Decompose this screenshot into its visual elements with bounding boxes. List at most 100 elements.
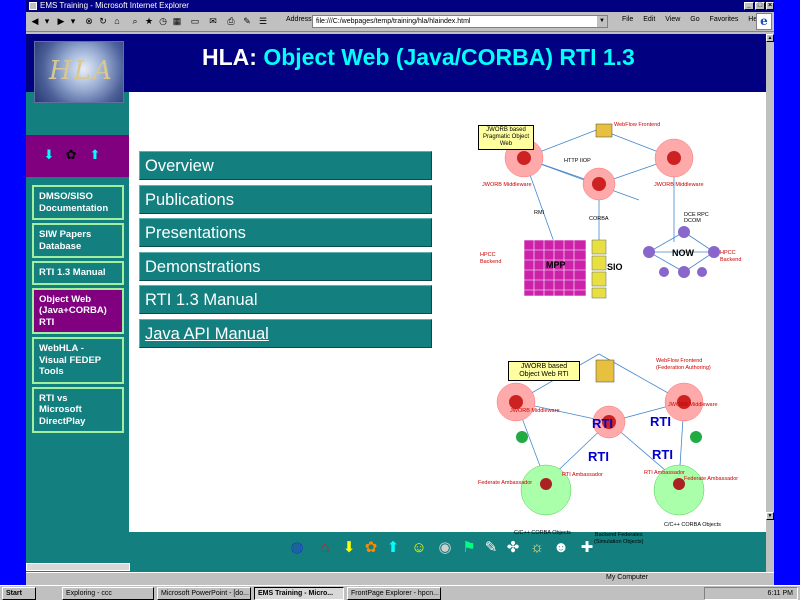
house-icon[interactable]: ⌂ — [320, 539, 330, 556]
print-icon[interactable]: ⎙ — [227, 16, 235, 26]
task-ems-training[interactable]: EMS Training - Micro... — [254, 587, 344, 600]
top-hpcc-left-label: HPCC Backend — [480, 252, 502, 265]
menu-file[interactable]: File — [622, 16, 634, 23]
sidebar-item-rti-vs-directplay[interactable]: RTI vs Microsoft DirectPlay — [32, 386, 124, 433]
hla-logo-text: HLA — [49, 56, 114, 86]
browser-window: EMS Training - Microsoft Internet Explor… — [26, 0, 774, 585]
top-mw-right-label: JWORB Middleware — [654, 182, 704, 188]
rti-label-1: RTI — [592, 416, 613, 431]
close-button[interactable]: × — [766, 2, 774, 10]
minimize-button[interactable]: _ — [744, 2, 754, 10]
home-icon[interactable]: ⌂ — [114, 16, 120, 26]
top-hpcc-right-label: HPCC Backend — [720, 250, 742, 263]
main-nav: Overview Publications Presentations Demo… — [139, 151, 432, 352]
top-mw-left-label: JWORB Middleware — [482, 182, 532, 188]
menu-favorites[interactable]: Favorites — [709, 16, 739, 23]
sidebar-item-siw-papers[interactable]: SIW Papers Database — [32, 223, 124, 258]
task-powerpoint[interactable]: Microsoft PowerPoint - [do... — [157, 587, 251, 600]
window-title: EMS Training - Microsoft Internet Explor… — [40, 1, 189, 10]
sun-icon[interactable]: ☼ — [530, 539, 544, 556]
sidebar-item-rti-manual[interactable]: RTI 1.3 Manual — [32, 261, 124, 285]
top-frontend-label: WebFlow Frontend — [614, 122, 661, 128]
nav-demonstrations[interactable]: Demonstrations — [139, 251, 432, 281]
forward-dropdown-icon[interactable]: ▾ — [70, 16, 76, 26]
down-arrow-icon[interactable]: ⬇ — [43, 147, 55, 162]
horizontal-scrollbar[interactable] — [26, 563, 130, 571]
address-label: Address — [286, 16, 312, 23]
top-http-iiop-label: HTTP IIOP — [564, 158, 591, 164]
down-arrow-icon[interactable]: ⬇ — [342, 539, 356, 556]
top-now-label: NOW — [672, 248, 694, 258]
color-wheel-icon[interactable]: ✿ — [65, 147, 77, 162]
nav-publications[interactable]: Publications — [139, 184, 432, 214]
edit-icon[interactable]: ✎ — [243, 16, 251, 26]
corba-objects-left-label: C/C++ CORBA Objects — [514, 530, 571, 536]
up-arrow-icon[interactable]: ⬆ — [89, 147, 101, 162]
discuss-icon[interactable]: ☰ — [258, 16, 268, 26]
top-dcerpc-label: DCE RPC DCOM — [684, 212, 709, 224]
stop-icon[interactable]: ⊗ — [85, 16, 93, 26]
sidebar-item-webhla[interactable]: WebHLA - Visual FEDEP Tools — [32, 337, 124, 384]
system-tray: 6:11 PM — [704, 587, 798, 600]
search-icon[interactable]: ⌕ — [132, 16, 138, 26]
menu-help[interactable]: Help — [748, 16, 762, 23]
top-sio-label: SIO — [607, 262, 623, 272]
flag-icon[interactable]: ⚑ — [462, 539, 476, 556]
channels-icon[interactable]: ▦ — [172, 16, 182, 26]
favorites-icon[interactable]: ★ — [144, 16, 154, 26]
top-rmi-label: RMI — [534, 210, 545, 216]
nav-java-api-manual[interactable]: Java API Manual — [139, 318, 432, 348]
clock: 6:11 PM — [767, 590, 793, 597]
title-bar[interactable]: EMS Training - Microsoft Internet Explor… — [26, 0, 774, 12]
diagram-lines — [496, 123, 720, 516]
first-aid-icon[interactable]: ✚ — [580, 539, 594, 556]
top-mpp-label: MPP — [546, 260, 566, 270]
globe-icon[interactable]: ◍ — [290, 539, 304, 556]
ie-window-icon — [29, 2, 37, 10]
task-exploring[interactable]: Exploring - ccc — [62, 587, 154, 600]
start-button[interactable]: Start — [2, 587, 36, 600]
menu-edit[interactable]: Edit — [643, 16, 656, 23]
parrot-icon[interactable]: ✤ — [506, 539, 520, 556]
page-content: HLA: Object Web (Java/CORBA) RTI 1.3 HLA… — [26, 34, 766, 572]
history-icon[interactable]: ◷ — [159, 16, 167, 26]
sidebar-item-dmso-siso[interactable]: DMSO/SISO Documentation — [32, 185, 124, 220]
page-header: HLA: Object Web (Java/CORBA) RTI 1.3 — [26, 34, 766, 92]
back-icon[interactable]: ◀ — [31, 16, 39, 26]
menu-view[interactable]: View — [665, 16, 681, 23]
up-arrow-icon[interactable]: ⬆ — [386, 539, 400, 556]
address-value: file:///C:/webpages/temp/training/hla/hl… — [316, 18, 471, 25]
people-icon[interactable]: ☻ — [553, 539, 569, 556]
nav-rti-manual[interactable]: RTI 1.3 Manual — [139, 285, 432, 314]
architecture-diagram: JWORB based Pragmatic Object Web WebFlow… — [474, 102, 764, 545]
sidebar-nav: DMSO/SISO Documentation SIW Papers Datab… — [32, 185, 124, 436]
rti-label-4: RTI — [652, 447, 673, 462]
smiley-icon[interactable]: ☺ — [411, 539, 427, 556]
scroll-up-icon[interactable]: ▲ — [766, 34, 774, 42]
page-title: HLA: Object Web (Java/CORBA) RTI 1.3 — [202, 44, 635, 71]
mail-icon[interactable]: ✉ — [209, 16, 217, 26]
address-input[interactable]: file:///C:/webpages/temp/training/hla/hl… — [312, 15, 608, 28]
refresh-icon[interactable]: ↻ — [99, 16, 107, 26]
eye-icon[interactable]: ◉ — [438, 539, 452, 556]
rti-label-3: RTI — [588, 449, 609, 464]
ie-logo-icon: e — [756, 13, 772, 30]
sidebar-item-object-web[interactable]: Object Web (Java+CORBA) RTI — [32, 287, 124, 334]
browser-toolbar: ◀ ▾ ▶ ▾ ⊗ ↻ ⌂ ⌕ ★ ◷ ▦ ▭ ✉ ⎙ ✎ ☰ Address … — [26, 12, 774, 32]
nav-overview[interactable]: Overview — [139, 151, 432, 180]
address-dropdown-icon[interactable]: ▼ — [597, 16, 607, 27]
scroll-down-icon[interactable]: ▼ — [766, 512, 774, 520]
bottom-mw-right-label: JWORB Middleware — [668, 402, 718, 408]
maximize-button[interactable]: □ — [755, 2, 765, 10]
color-wheel-icon[interactable]: ✿ — [364, 539, 378, 556]
corba-objects-right-label: C/C++ CORBA Objects — [664, 522, 721, 528]
status-bar: My Computer — [26, 572, 774, 585]
task-frontpage[interactable]: FrontPage Explorer - hpcn... — [347, 587, 441, 600]
nav-presentations[interactable]: Presentations — [139, 218, 432, 247]
fullscreen-icon[interactable]: ▭ — [190, 16, 200, 26]
back-dropdown-icon[interactable]: ▾ — [44, 16, 50, 26]
paper-icon[interactable]: ✎ — [484, 539, 498, 556]
vertical-scrollbar[interactable]: ▲ ▼ — [766, 34, 774, 572]
menu-go[interactable]: Go — [690, 16, 700, 23]
forward-icon[interactable]: ▶ — [57, 16, 65, 26]
